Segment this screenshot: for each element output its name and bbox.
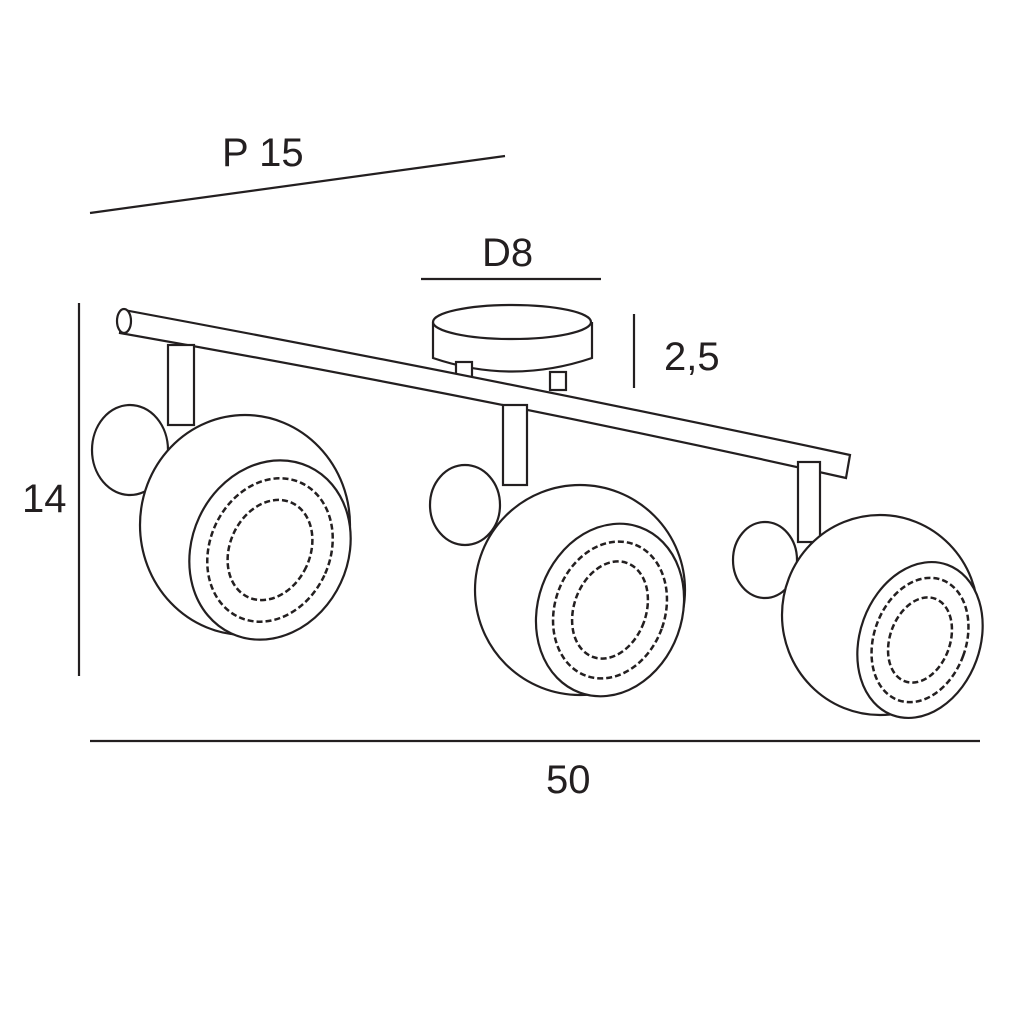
width-label: 50 <box>546 758 591 802</box>
depth-label: P 15 <box>222 131 304 175</box>
spotlight-right <box>731 460 984 720</box>
depth-dimension-line <box>89 154 506 215</box>
spotlight-left <box>90 343 352 641</box>
canopy-diameter-label: D8 <box>482 231 533 275</box>
mounting-bar <box>115 307 852 480</box>
ceiling-canopy <box>431 303 594 392</box>
height-label: 14 <box>22 477 67 521</box>
spotlight-center <box>428 403 687 698</box>
canopy-height-label: 2,5 <box>664 335 720 379</box>
